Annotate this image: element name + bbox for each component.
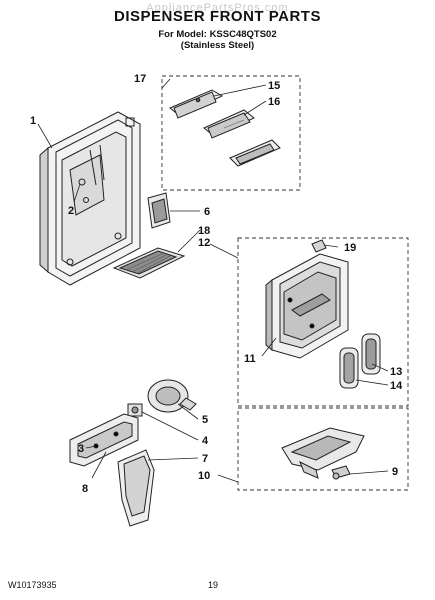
callout-9: 9	[392, 466, 398, 478]
callout-19: 19	[344, 242, 356, 254]
part-19-clip	[311, 239, 327, 253]
model-line: For Model: KSSC48QTS02	[158, 29, 277, 40]
page-number: 19	[208, 580, 219, 590]
finish-line: (Stainless Steel)	[180, 40, 255, 51]
part-15-panel	[169, 89, 224, 119]
callout-8: 8	[82, 483, 88, 495]
callout-3: 3	[78, 443, 84, 455]
callout-4: 4	[202, 435, 209, 447]
callout-10: 10	[198, 470, 210, 482]
part-6-module	[147, 192, 171, 229]
part-9-fitting	[331, 465, 351, 480]
part-12-housing-assembly	[265, 253, 349, 359]
callout-17: 17	[134, 73, 146, 85]
callout-11: 11	[244, 353, 256, 365]
part-13-bezel	[361, 333, 381, 375]
callout-15: 15	[268, 80, 280, 92]
group-box-17	[161, 75, 301, 191]
page-title: DISPENSER FRONT PARTS	[114, 8, 321, 25]
group-box-10	[237, 407, 409, 491]
watermark-text: AppliancePartsPros.com	[146, 2, 289, 14]
callout-12: 12	[198, 237, 210, 249]
callout-7: 7	[202, 453, 208, 465]
callout-2: 2	[68, 205, 74, 217]
callout-5: 5	[202, 414, 208, 426]
part-5-motor	[147, 379, 197, 413]
callout-1: 1	[30, 115, 36, 127]
part-7-paddle	[117, 449, 155, 527]
group-box-12	[237, 237, 409, 407]
part-4-gear	[127, 403, 143, 417]
part-1-housing	[39, 111, 141, 286]
part-16-panel	[203, 109, 255, 139]
callout-6: 6	[204, 206, 210, 218]
callout-13: 13	[390, 366, 402, 378]
document-number: W10173935	[8, 580, 57, 590]
part-14-bezel	[339, 347, 359, 389]
callout-14: 14	[390, 380, 403, 392]
part-3-lever-assembly	[69, 413, 139, 467]
part-17-actuator-panel	[229, 139, 281, 167]
part-10-ice-chute	[281, 427, 365, 479]
part-18-drip-tray	[112, 247, 186, 279]
callout-18: 18	[198, 225, 210, 237]
callout-16: 16	[268, 96, 280, 108]
